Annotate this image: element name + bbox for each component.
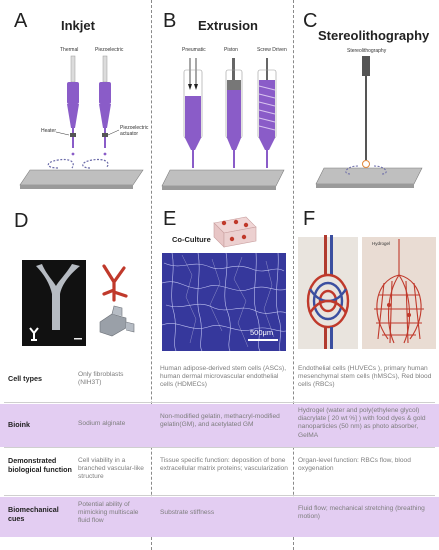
column-divider-1 [151,0,152,550]
cell-panel-e: Human adipose-derived stem cells (ASCs),… [160,365,287,389]
panel-e-letter: E [163,208,177,230]
cell-panel-f: Hydrogel (water and poly(ethylene glycol… [298,407,426,439]
panel-f-letter: F [303,208,316,230]
panel-b-letter: B [163,10,177,32]
cell-panel-f: Endothelial cells (HUVECs ), primary hum… [298,365,432,389]
label-heater: Heater [41,128,57,134]
cell-panel-e: Substrate stiffness [160,509,215,516]
panel-d-letter: D [14,210,29,232]
panel-a-title: Inkjet [61,18,95,33]
label-thermal: Thermal [60,47,79,53]
panel-c-letter: C [303,10,318,32]
table-row-biomechanical-cues: Biomechanical cues Potential ability of … [0,497,439,537]
panel-a-letter: A [14,10,28,32]
row-header: Biomechanical cues [8,505,59,523]
label-piston: Piston [224,47,238,53]
label-hydrogel: Hydrogel [372,241,391,246]
cell-panel-d: Sodium alginate [78,420,126,427]
cell-panel-f: Fluid flow; mechanical stretching (breat… [298,505,425,521]
table-divider [4,495,435,496]
panel-c-title: Stereolithography [318,28,430,43]
cell-panel-d: Potential ability of mimicking multiscal… [78,501,139,525]
label-piezoelectric: Piezoelectric [95,47,124,53]
inkjet-illustration [19,55,144,189]
label-actuator-2: actuator [120,131,139,137]
table-row-biological-function: Demonstrated biological function Cell vi… [0,449,439,495]
extrusion-illustration [161,58,285,190]
label-screw-driven: Screw Driven [257,47,287,53]
table-divider [4,447,435,448]
coculture-label: Co-Culture [172,235,211,244]
label-actuator-1: Piezoelectric [120,125,149,131]
table-row-cell-types: Cell types Only fibroblasts (NIH3T) Huma… [0,362,439,402]
row-header: Bioink [8,420,30,429]
panel-f-images [298,235,436,349]
stereolithography-illustration [315,56,423,188]
cell-panel-d: Cell viability in a branched vascular-li… [78,457,144,481]
cell-panel-f: Organ-level function: RBCs flow, blood o… [298,457,411,473]
table-divider [4,402,435,403]
cell-panel-d: Only fibroblasts (NIH3T) [78,371,124,387]
cell-panel-e: Non-modified gelatin, methacryl-modified… [160,413,280,429]
table-row-bioink: Bioink Sodium alginate Non-modified gela… [0,404,439,447]
panel-d-images [22,260,135,346]
label-pneumatic: Pneumatic [182,47,206,53]
panel-b-title: Extrusion [198,18,258,33]
vascular-micrograph [162,253,286,351]
label-stereolithography: Stereolithography [347,48,387,54]
cell-panel-e: Tissue specific function: deposition of … [160,457,288,473]
scale-bar-label: 500μm [250,328,274,337]
row-header: Cell types [8,374,42,383]
row-header: Demonstrated biological function [8,456,72,474]
coculture-scaffold-icon [213,216,257,248]
column-divider-2 [293,0,294,550]
